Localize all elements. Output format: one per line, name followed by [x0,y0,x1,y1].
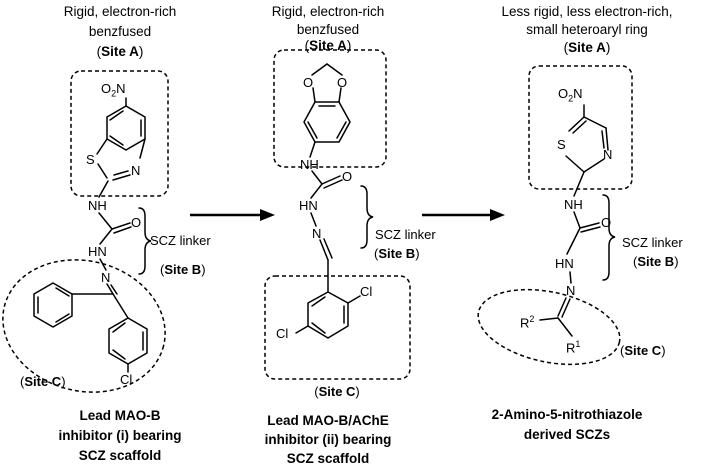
c1-caption-line1: Lead MAO-B [79,408,161,423]
c3-site-a-box [528,65,633,190]
c2-site-b-label: (Site B) [374,246,420,261]
c3-imine-nitrogen: N [566,283,576,298]
c3-caption-line2: derived SCZs [523,427,611,442]
c2-caption-line1: Lead MAO-B/AChE [267,413,389,428]
c1-site-a-text: Site A [101,44,139,59]
c1-nh-atom: NH [88,198,107,213]
c1-oxygen-atom: O [131,215,142,230]
c2-site-c-box [264,275,411,380]
c1-site-a-label: (Site A) [96,44,144,59]
c2-nh-atom: NH [300,157,319,172]
c3-nh-atom: NH [564,197,583,212]
c3-linker-label: SCZ linker [622,235,683,250]
c3-nitro-group: O2N [558,86,583,104]
c2-benzo-ring [303,101,351,143]
c1-linker-label: SCZ linker [150,233,211,248]
c3-r1-group: R1 [566,339,581,356]
c1-phenyl-ring [33,282,73,328]
c2-imine-nitrogen: N [312,226,322,241]
c3-site-b-label: (Site B) [633,254,679,269]
c2-site-c-label: (Site C) [314,384,360,399]
c2-oxygen-2: O [337,75,348,90]
c1-caption-line3: SCZ scaffold [78,448,162,463]
c1-chlorophenyl-ring [108,317,148,365]
c3-oxygen-atom: O [601,215,612,230]
c1-site-c-label: (Site C) [20,374,66,389]
c3-linker-brace [602,194,616,281]
c2-site-a-label: (Site A) [304,38,352,53]
c1-header-line1: Rigid, electron-rich [63,4,177,19]
c2-dichlorophenyl-ring [307,291,349,339]
c3-nitrogen-atom: N [603,147,613,162]
c1-nitrogen-atom: N [131,163,141,178]
compound-3-bonds [539,104,609,337]
c3-site-a-text: Site A [568,40,606,55]
c1-caption-line2: inhibitor (i) bearing [58,428,182,443]
c1-chlorine-atom: Cl [120,372,133,387]
c3-site-c-label: (Site C) [620,343,666,358]
c3-site-a-label: (Site A) [563,40,611,55]
compound-2-bonds [295,63,361,339]
c2-hn-atom: HN [299,198,318,213]
c2-chlorine-2: Cl [276,326,289,341]
c2-oxygen-atom: O [342,169,353,184]
c2-oxygen-1: O [303,75,314,90]
c3-header-line1: Less rigid, less electron-rich, [501,4,673,19]
c1-nitro-group: O2N [101,81,126,99]
compound-1-bonds [33,97,148,373]
c1-benzo-ring [106,105,146,151]
c3-hn-atom: HN [555,256,574,271]
c1-site-a-box [70,70,169,197]
c3-site-c-ellipse [477,288,621,366]
c3-caption-line1: 2-Amino-5-nitrothiazole [491,407,643,422]
c2-site-a-box [273,49,387,168]
c2-site-a-text: Site A [309,38,347,53]
c1-site-b-label: (Site B) [160,262,206,277]
c2-caption-line2: inhibitor (ii) bearing [264,432,392,447]
c2-linker-label: SCZ linker [375,227,436,242]
c2-header-line2: benzfused [296,22,360,37]
c1-hn-atom: HN [88,244,107,259]
c2-header-line1: Rigid, electron-rich [271,4,385,19]
c1-imine-nitrogen: N [101,270,111,285]
c3-r2-group: R2 [520,314,535,331]
c2-caption-line3: SCZ scaffold [286,451,370,466]
c2-linker-brace [360,185,374,249]
c3-header-line2: small heteroaryl ring [526,22,648,37]
c1-site-c-ellipse [2,259,166,393]
c1-sulfur-atom: S [86,152,95,167]
c2-chlorine-1: Cl [360,284,373,299]
c3-sulfur-atom: S [557,137,566,152]
c1-linker-brace [138,207,152,275]
c1-header-line2: benzfused [88,24,152,39]
